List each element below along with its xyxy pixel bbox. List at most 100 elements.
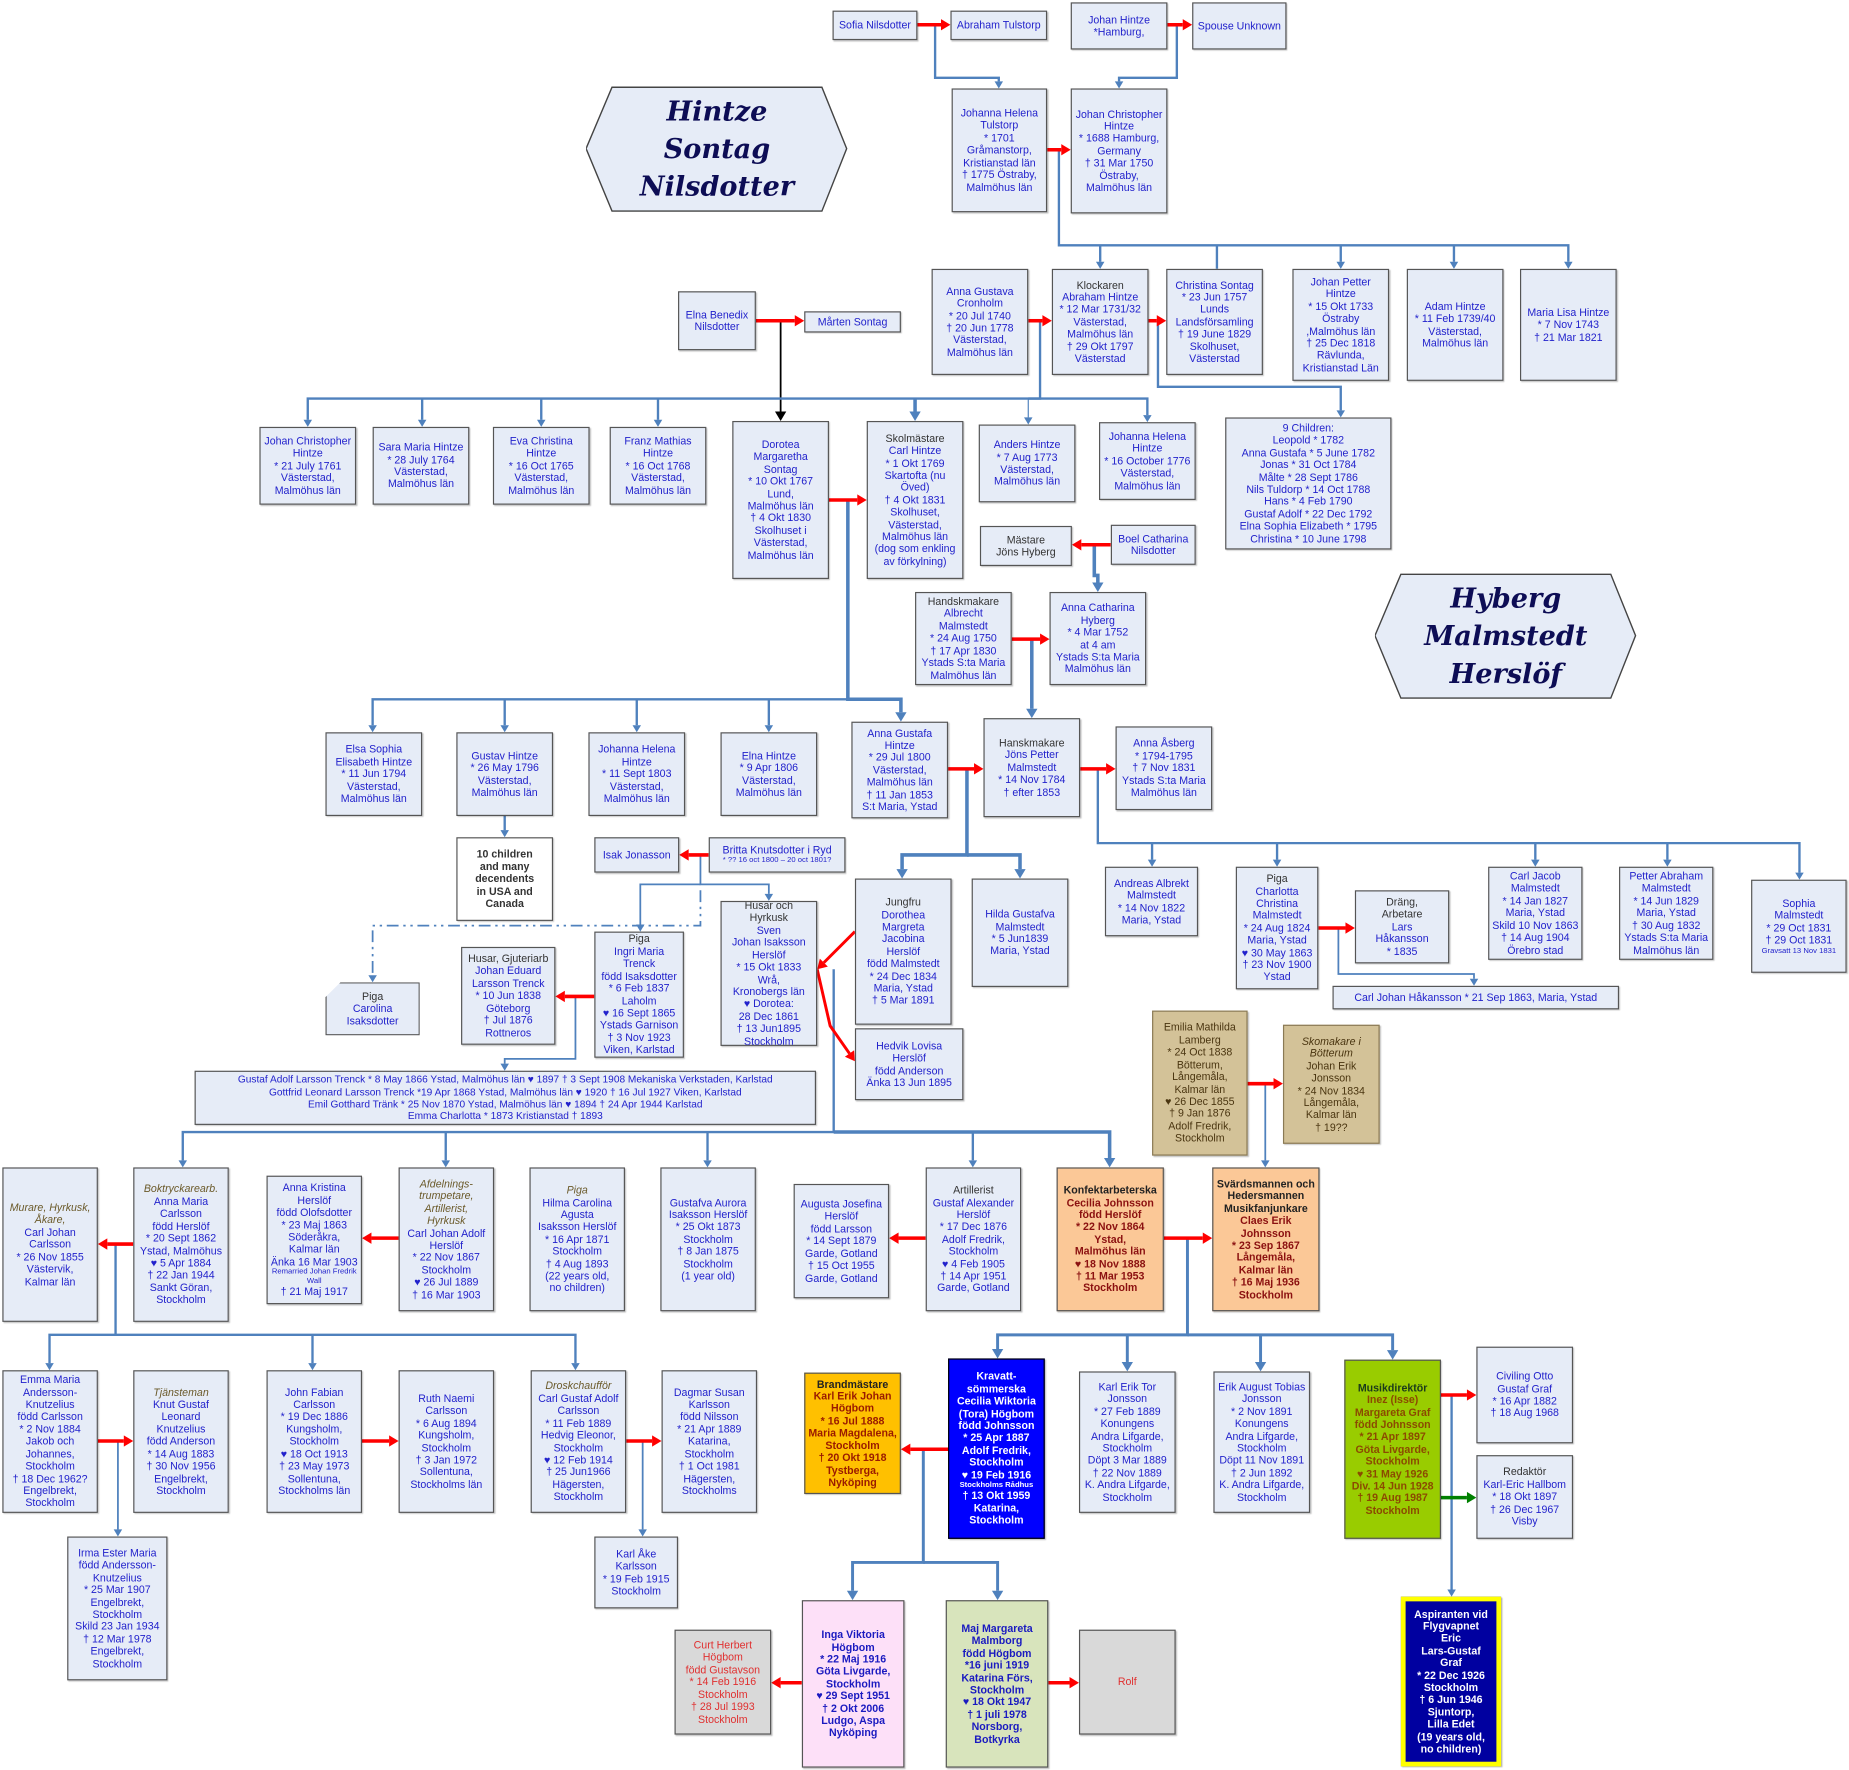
person-details: Cecilia Johnsson född Herslöf * 22 Nov 1…	[1066, 1196, 1154, 1295]
person-box-elsa[interactable]: Elsa Sophia Elisabeth Hintze * 11 Jun 17…	[325, 732, 423, 817]
person-box-erik-august[interactable]: Erik August Tobias Jonsson * 2 Nov 1891 …	[1213, 1371, 1311, 1513]
person-box-dorotea[interactable]: Dorotea Margaretha Sontag * 10 Okt 1767 …	[732, 420, 829, 579]
person-box-eric[interactable]: Aspiranten vid Flygvapnet Eric Lars-Gust…	[1400, 1596, 1502, 1767]
person-box-boel[interactable]: Boel Catharina Nilsdotter	[1110, 524, 1196, 565]
person-box-anders[interactable]: Anders Hintze * 7 Aug 1773 Västerstad, M…	[978, 424, 1076, 503]
person-box-johanna-t[interactable]: Johanna Helena Tulstorp * 1701 Gråmansto…	[951, 88, 1048, 213]
person-box-curt[interactable]: Curt Herbert Högbom född Gustavson * 14 …	[674, 1629, 772, 1735]
descent-arrowhead	[895, 712, 907, 722]
person-details: Elna Benedix Nilsdotter	[685, 308, 749, 333]
person-box-isak[interactable]: Isak Jonasson	[594, 837, 680, 873]
person-box-sara[interactable]: Sara Maria Hintze * 28 July 1764 Västers…	[372, 426, 470, 505]
person-box-johanna76[interactable]: Johanna Helena Hintze * 16 October 1776 …	[1099, 422, 1196, 500]
person-box-franz[interactable]: Franz Mathias Hintze * 16 Oct 1768 Väste…	[609, 426, 707, 505]
person-box-johan-c[interactable]: Johan Christopher Hintze * 1688 Hamburg,…	[1070, 88, 1168, 214]
person-box-anna-kristina[interactable]: Anna Kristina Herslöf född Olofsdotter *…	[266, 1175, 363, 1305]
person-box-anna-a[interactable]: Anna Åsberg * 1794-1795 † 7 Nov 1831 Yst…	[1115, 726, 1213, 811]
descent-arrowhead	[500, 725, 509, 733]
person-box-rolf[interactable]: Rolf	[1078, 1629, 1176, 1735]
person-box-carl-johan-h[interactable]: Carl Johan Håkansson * 21 Sep 1863, Mari…	[1332, 985, 1620, 1010]
person-box-emma[interactable]: Emma Maria Andersson- Knutzelius född Ca…	[2, 1370, 98, 1513]
person-box-johan-p[interactable]: Johan Petter Hintze * 15 Okt 1733 Östrab…	[1292, 268, 1390, 381]
person-details: Gustaf Alexander Herslöf * 17 Dec 1876 A…	[932, 1196, 1015, 1295]
person-box-nine-children[interactable]: 9 Children: Leopold * 1782 Anna Gustafa …	[1225, 417, 1392, 550]
person-box-hilda[interactable]: Hilda Gustafva Malmstedt * 5 Jun1839 Mar…	[971, 878, 1069, 987]
person-box-children10[interactable]: 10 children and many decendents in USA a…	[456, 837, 554, 921]
person-box-augusta[interactable]: Augusta Josefina Herslöf född Larsson * …	[793, 1183, 890, 1299]
person-box-mastare[interactable]: Mästare Jöns Hyberg	[979, 525, 1072, 567]
person-box-cecilia-w[interactable]: Kravatt- sömmerska Cecilia Wiktoria (Tor…	[948, 1358, 1045, 1539]
person-box-anna-maria[interactable]: Boktryckarearb.Anna Maria Carlsson född …	[133, 1167, 229, 1322]
title-line: Sontag	[663, 132, 771, 165]
person-box-gustafva[interactable]: Gustafva Aurora Isaksson Herslöf * 25 Ok…	[660, 1167, 756, 1312]
person-box-elna-h[interactable]: Elna Hintze * 9 Apr 1806 Västerstad, Mal…	[720, 732, 818, 817]
occupation-label: Svärdsmannen och Hedersmannen Musikfanju…	[1216, 1177, 1315, 1215]
person-details: Carl Johan Adolf Herslöf * 22 Nov 1867 S…	[407, 1227, 486, 1301]
person-box-hedvik[interactable]: Hedvik Lovisa Herslöf född Anderson Änka…	[854, 1028, 964, 1101]
person-details: Johanna Helena Hintze * 16 October 1776 …	[1104, 430, 1191, 492]
person-box-johanna03[interactable]: Johanna Helena Hintze * 11 Sept 1803 Väs…	[588, 732, 686, 817]
person-box-elna-b[interactable]: Elna Benedix Nilsdotter	[678, 291, 756, 351]
person-box-ruth[interactable]: Ruth Naemi Carlsson * 6 Aug 1894 Kungsho…	[398, 1370, 495, 1513]
person-box-otto[interactable]: Civiling Otto Gustaf Graf * 16 Apr 1882 …	[1476, 1346, 1574, 1444]
person-box-karl-erik-tor[interactable]: Karl Erik Tor Jonsson * 27 Feb 1889 Konu…	[1078, 1371, 1176, 1513]
spouse-arrowhead	[1156, 315, 1167, 327]
person-box-maria-lisa[interactable]: Maria Lisa Hintze * 7 Nov 1743 † 21 Mar …	[1519, 268, 1617, 381]
person-box-carl-jacob[interactable]: Carl Jacob Malmstedt * 14 Jan 1827 Maria…	[1488, 866, 1583, 960]
person-box-adam[interactable]: Adam Hintze * 11 Feb 1739/40 Västerstad,…	[1406, 268, 1504, 381]
descent-arrowhead	[1147, 859, 1157, 867]
person-box-jc61[interactable]: Johan Christopher Hintze * 21 July 1761 …	[259, 426, 357, 505]
person-box-sofia[interactable]: Sofia Nilsdotter	[832, 10, 918, 41]
person-box-murare[interactable]: Murare, Hyrkusk, Åkare,Carl Johan Carlss…	[2, 1167, 98, 1322]
person-box-irma[interactable]: Irma Ester Maria född Andersson- Knutzel…	[67, 1536, 168, 1681]
person-box-petter-abr[interactable]: Petter Abraham Malmstedt * 14 Jun 1829 M…	[1619, 866, 1714, 960]
person-box-karl-ake[interactable]: Karl Åke Karlsson * 19 Feb 1915 Stockhol…	[594, 1536, 679, 1609]
occupation-label: Hanskmakare	[999, 736, 1065, 749]
person-box-eva[interactable]: Eva Christina Hintze * 16 Oct 1765 Väste…	[492, 426, 590, 505]
descent-arrowhead	[1272, 859, 1282, 867]
person-details: Britta Knutsdotter i Ryd	[722, 844, 832, 857]
person-box-christina-s[interactable]: Christina Sontag * 23 Jun 1757 Lunds Lan…	[1166, 268, 1263, 375]
person-box-spouse-unknown[interactable]: Spouse Unknown	[1192, 2, 1287, 50]
person-box-andreas[interactable]: Andreas Albrekt Malmstedt * 14 Nov 1822 …	[1104, 866, 1199, 937]
person-box-marten[interactable]: Mårten Sontag	[804, 311, 901, 333]
person-box-emilia[interactable]: Emilia Mathilda Lamberg * 24 Oct 1838 Bö…	[1152, 1010, 1248, 1156]
person-box-anna-cat[interactable]: Anna Catharina Hyberg * 4 Mar 1752 at 4 …	[1049, 591, 1147, 686]
person-box-maj[interactable]: Maj Margareta Malmborg född Högbom *16 j…	[945, 1600, 1049, 1768]
person-box-trenck[interactable]: Gustaf Adolf Larsson Trenck * 8 May 1866…	[194, 1070, 817, 1125]
person-box-anna-gc[interactable]: Anna Gustava Cronholm * 20 Jul 1740 † 20…	[931, 268, 1029, 375]
person-box-sophia[interactable]: Sophia Malmstedt * 29 Oct 1831 † 29 Oct …	[1751, 879, 1847, 973]
person-box-gustav[interactable]: Gustav Hintze * 26 May 1796 Västerstad, …	[456, 732, 554, 817]
person-box-carl-johan-adolf[interactable]: Afdelnings- trumpetare, Artillerist, Hyr…	[398, 1167, 495, 1312]
person-box-anna-g00[interactable]: Anna Gustafa Hintze * 29 Jul 1800 Väster…	[851, 721, 949, 819]
person-box-dagmar[interactable]: Dagmar Susan Karlsson född Nilsson * 21 …	[661, 1370, 758, 1513]
person-details: Abraham Hintze * 12 Mar 1731/32 Västerst…	[1059, 291, 1141, 365]
person-box-abraham-t[interactable]: Abraham Tulstorp	[950, 10, 1048, 41]
person-box-claes[interactable]: Svärdsmannen och Hedersmannen Musikfanju…	[1212, 1167, 1320, 1312]
person-box-britta[interactable]: Britta Knutsdotter i Ryd* ?? 16 oct 1800…	[708, 837, 846, 873]
person-box-inga[interactable]: Inga Viktoria Högbom * 22 Maj 1916 Göta …	[801, 1600, 905, 1768]
person-box-john-fabian[interactable]: John Fabian Carlsson * 19 Dec 1886 Kungs…	[266, 1370, 363, 1513]
person-details: † 13 Okt 1959 Katarina, Stockholm	[962, 1489, 1031, 1527]
person-box-johan-h[interactable]: Johan Hintze *Hamburg,	[1070, 2, 1168, 50]
